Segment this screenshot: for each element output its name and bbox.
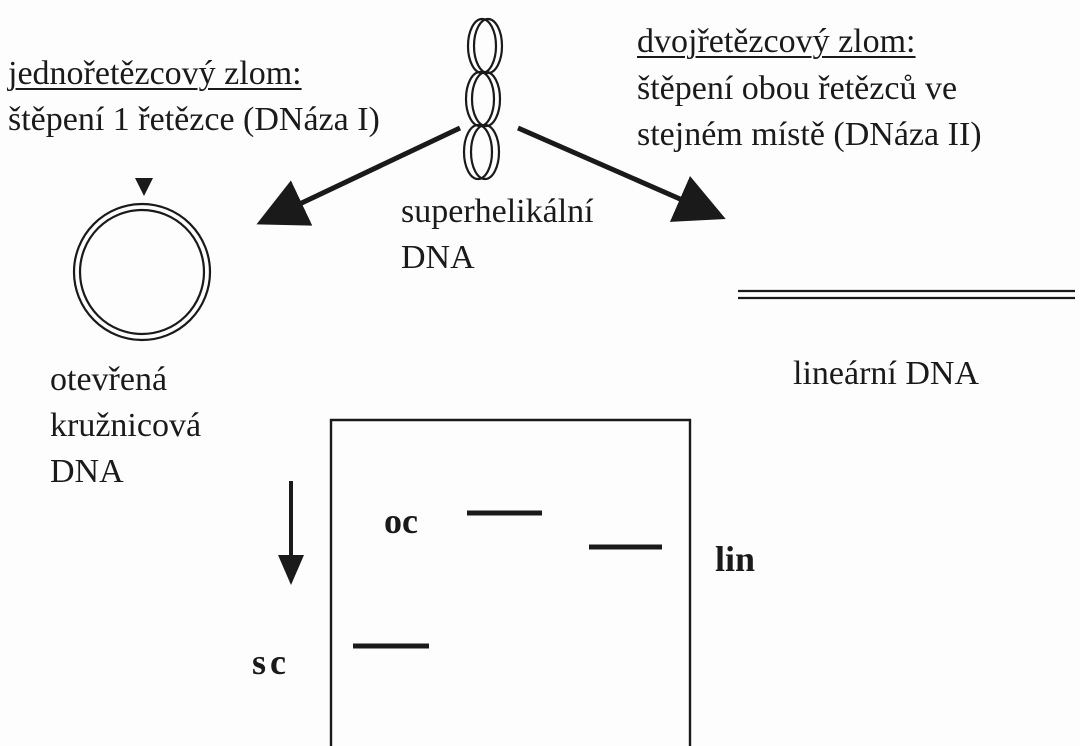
linear-dna-label: lineární DNA	[793, 355, 980, 392]
supercoiled-label-line2: DNA	[401, 239, 475, 276]
open-circular-label-line1: otevřená	[50, 361, 168, 398]
linear-dna-icon	[738, 289, 1075, 300]
double-strand-break-description-line1: štěpení obou řetězců ve	[637, 70, 958, 107]
gel-lane	[329, 418, 692, 746]
open-circular-dna-icon	[72, 202, 212, 342]
double-strand-break-title: dvojřetězcový zlom:	[637, 23, 916, 60]
arrow-to-linear	[516, 125, 726, 222]
supercoiled-dna-icon	[462, 17, 504, 181]
single-strand-break-title: jednořetězcový zlom:	[8, 55, 302, 92]
migration-arrow-icon	[278, 481, 304, 585]
open-circular-label-line2: kružnicová	[50, 407, 202, 444]
band-lin-label: lin	[715, 539, 756, 579]
arrow-to-open-circular	[256, 125, 462, 226]
supercoiled-label-line1: superhelikální	[401, 193, 594, 230]
band-sc-label: sc	[252, 642, 290, 682]
double-strand-break-description-line2: stejném místě (DNáza II)	[637, 116, 982, 153]
nick-marker-icon	[135, 178, 153, 196]
single-strand-break-description: štěpení 1 řetězce (DNáza I)	[8, 101, 380, 138]
open-circular-label-line3: DNA	[50, 453, 124, 490]
band-oc-label: oc	[384, 501, 418, 541]
